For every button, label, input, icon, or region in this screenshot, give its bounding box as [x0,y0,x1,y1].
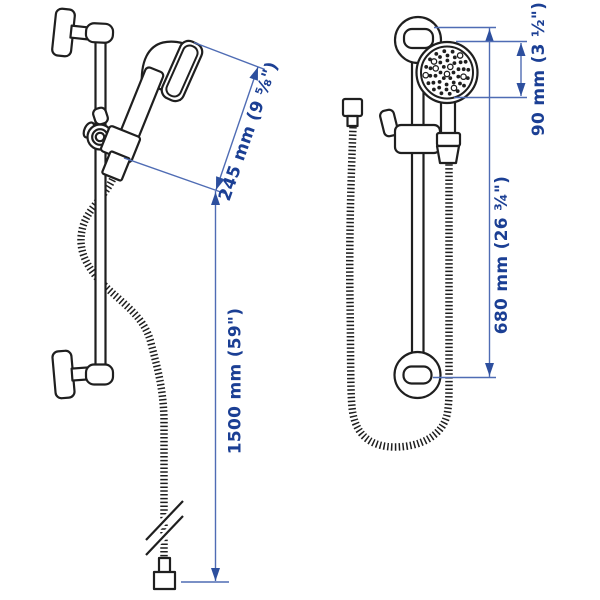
hand-shower [99,39,204,182]
hose-side [77,174,168,560]
dimension-680: 680 mm (26 ¾") [433,26,512,379]
wall-bracket-bottom [51,349,115,400]
dimension-label-90: 90 mm (3 ½") [529,2,549,136]
shower-rail-front [410,40,425,380]
wall-bracket-top [51,7,115,58]
wall-bracket-bottom-front [393,350,442,400]
break-symbol [143,498,186,558]
hose-connector [152,556,177,591]
dimension-label-1500: 1500 mm (59") [226,308,246,455]
dimension-1500: 1500 mm (59") [181,191,246,583]
hose-front [345,126,453,451]
dimension-label-245: 245 mm (9 ⅝") [215,59,283,204]
hand-shower-front [415,40,479,165]
side-view-drawing [51,7,204,591]
shower-rail [94,38,107,370]
supply-connector [341,97,364,128]
dimension-90: 90 mm (3 ½") [454,2,549,136]
spray-dots [422,49,471,96]
rail-holder-front [379,108,442,155]
dimension-label-680: 680 mm (26 ¾") [492,176,512,335]
front-view-drawing [341,15,479,451]
